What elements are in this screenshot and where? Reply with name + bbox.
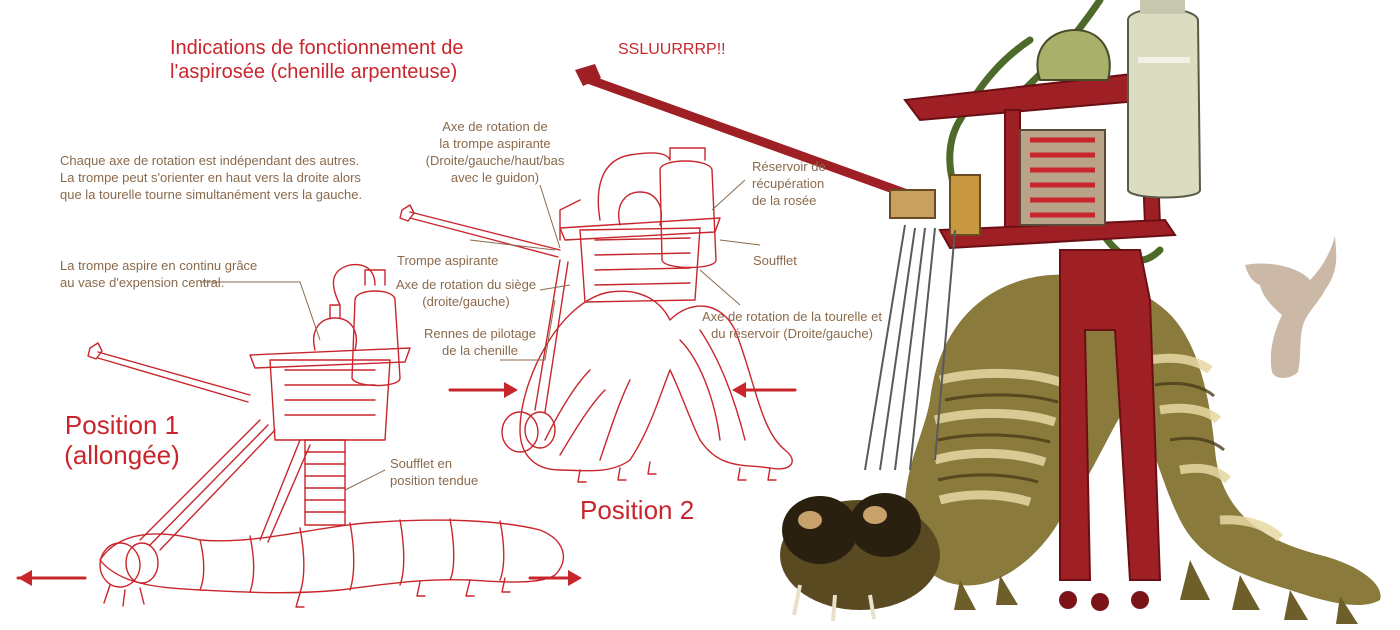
label-turret-axis: Axe de rotation de la tourelle et du rés… bbox=[702, 309, 882, 341]
note-continuous-suction: La trompe aspire en continu grâce au vas… bbox=[60, 258, 258, 290]
silhouette bbox=[1245, 236, 1337, 378]
label-trunk: Trompe aspirante bbox=[397, 253, 499, 268]
note-bellows-extended: Soufflet en position tendue bbox=[390, 456, 479, 488]
label-reins: Rennes de pilotage de la chenille bbox=[423, 326, 537, 358]
label-seat-axis: Axe de rotation du siège (droite/gauche) bbox=[395, 277, 537, 309]
sketch-position-1 bbox=[16, 263, 582, 608]
label-reservoir: Réservoir de récupération de la rosée bbox=[752, 159, 826, 208]
label-bellows: Soufflet bbox=[753, 253, 797, 268]
page-title: Indications de fonctionnement de l'aspir… bbox=[170, 37, 464, 83]
position-1-label: Position 1 (allongée) bbox=[64, 410, 180, 470]
position-2-label: Position 2 bbox=[580, 495, 695, 525]
sound-effect: SSLUURRRP!! bbox=[618, 41, 726, 58]
note-independent-axes: Chaque axe de rotation est indépendant d… bbox=[60, 153, 363, 202]
label-trunk-axis: Axe de rotation de la trompe aspirante (… bbox=[425, 119, 565, 185]
